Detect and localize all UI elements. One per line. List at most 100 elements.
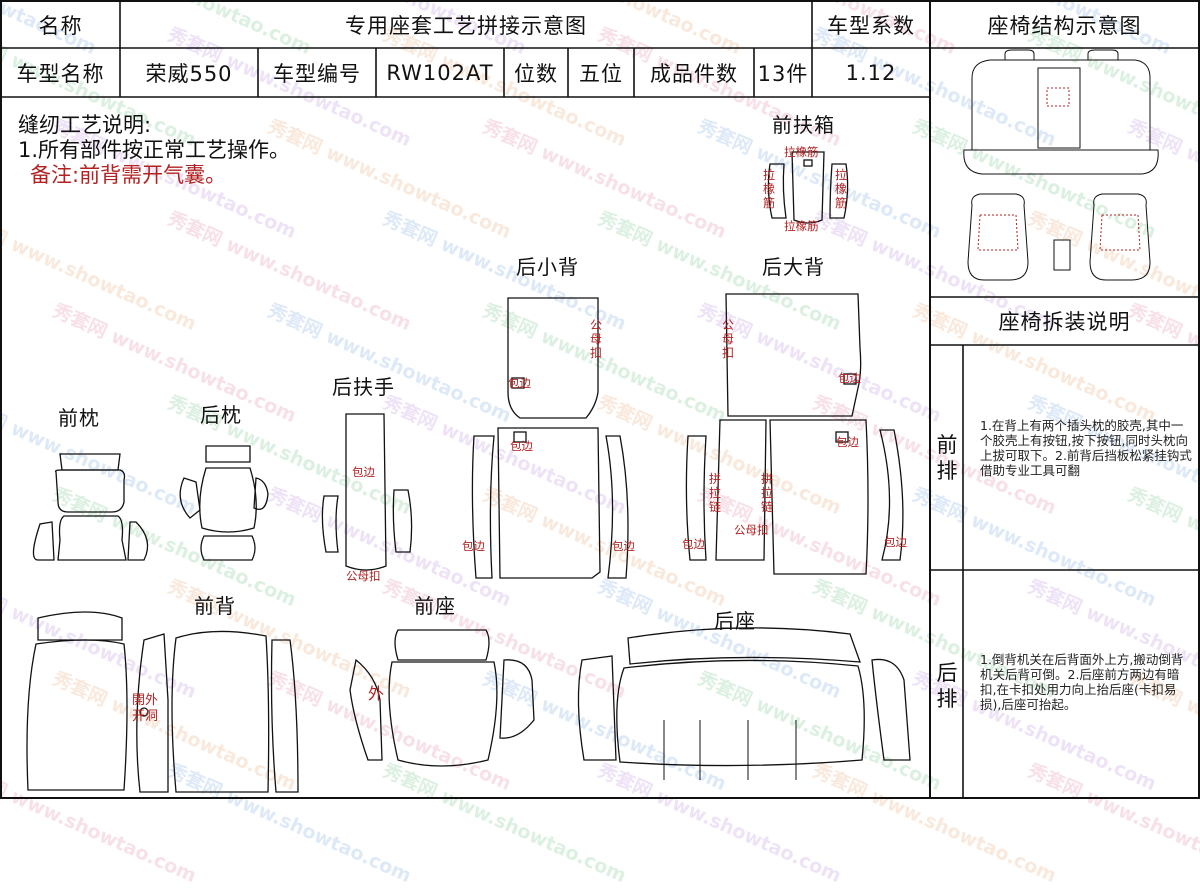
piece-rear-seat-right (871, 658, 911, 761)
piece-front-back-headcap (37, 611, 123, 641)
label-rear-big-back: 后大背 (762, 255, 825, 279)
piece-front-back-center (171, 630, 270, 793)
instructions-title: 缝纫工艺说明: (18, 113, 152, 137)
annotation-outside: 外 (368, 684, 385, 703)
label-rear-armrest: 后扶手 (332, 375, 395, 399)
label-front-armrest: 前扶箱 (772, 113, 835, 137)
annotation-zipper-left: 拼拉链 (708, 472, 721, 514)
annotation-elastic-left: 拉橡筋 (762, 168, 775, 210)
piece-front-seat-top (394, 629, 490, 661)
rear-seat-seam (663, 720, 797, 780)
annotation-side-hole-2: 开洞 (132, 709, 159, 724)
seats-value: 五位 (579, 61, 623, 86)
piece-armrest-left (767, 163, 787, 219)
model-name: 荣威550 (145, 61, 233, 86)
piece-front-pillow-face (54, 469, 126, 513)
piece-rear-pillow-left (179, 477, 201, 519)
pattern-drawing (0, 0, 1200, 799)
outer-frame (0, 0, 1200, 799)
structure-title: 座椅结构示意图 (987, 13, 1142, 38)
piece-big-back-right (769, 419, 869, 575)
armrest-notch (803, 159, 813, 167)
annotation-snap-rear-armrest: 公母扣 (346, 569, 381, 583)
piece-rear-seat-left (577, 655, 617, 761)
model-code-label: 车型编号 (273, 61, 361, 86)
pieces-value: 13件 (757, 61, 809, 86)
annotation-edge: 包边 (508, 376, 531, 390)
annotation-edge: 包边 (836, 435, 859, 449)
rear-seat-pieces (577, 627, 911, 780)
annotation-side-hole-1: 開外 (132, 693, 159, 708)
piece-rear-pillow-base (200, 535, 256, 561)
edge-mark (843, 373, 857, 385)
piece-rear-pillow-right (253, 477, 269, 511)
annotation-edge: 包边 (838, 371, 861, 385)
piece-front-pillow-top (59, 453, 121, 471)
piece-front-back-main (26, 639, 128, 791)
front-row-label: 前排 (936, 433, 958, 483)
airbag-hole-mark (139, 707, 149, 717)
annotation-snap-big-back-bottom: 公母扣 (734, 523, 769, 537)
disassembly-title: 座椅拆装说明 (998, 310, 1131, 334)
piece-front-pillow-left (32, 521, 55, 561)
model-code: RW102AT (386, 60, 494, 85)
rear-armrest-pieces (321, 413, 413, 571)
front-seat-left (967, 193, 1029, 281)
piece-rear-pillow-top (205, 445, 251, 463)
annotation-edge: 包边 (462, 539, 485, 553)
piece-big-back-top (725, 293, 862, 417)
coef-label: 车型系数 (827, 13, 915, 38)
piece-rear-armrest-left (321, 495, 339, 553)
label-rear-pillow: 后枕 (200, 403, 242, 427)
annotation-edge: 包边 (612, 539, 635, 553)
rear-bench-seat (963, 149, 1159, 175)
front-console (1053, 239, 1071, 271)
seats-label: 位数 (514, 61, 558, 86)
rear-small-back-pieces (471, 297, 629, 579)
rear-big-back-pieces (685, 293, 904, 575)
annotation-edge: 包边 (510, 439, 533, 453)
piece-rear-seat-main (616, 659, 865, 767)
front-pillow-pieces (32, 453, 149, 561)
annotation-elastic-bottom: 拉橡筋 (784, 219, 819, 233)
instructions-remark: 备注:前背需开气囊。 (30, 163, 227, 187)
seat-structure-illustration (963, 49, 1159, 281)
piece-big-back-left (715, 419, 767, 561)
annotation-zipper-right: 拼拉链 (760, 472, 773, 514)
front-seat-left-inner (977, 214, 1019, 251)
annotation-elastic-top: 拉橡筋 (784, 145, 819, 159)
piece-front-pillow-back (57, 515, 127, 561)
front-back-pieces (26, 611, 299, 793)
rear-center-panel (1037, 67, 1081, 149)
piece-small-back-left (471, 435, 495, 579)
piece-front-seat-main (388, 661, 498, 767)
instructions-line-1: 1.所有部件按正常工艺操作。 (18, 138, 291, 162)
model-name-label: 车型名称 (16, 61, 105, 86)
label-rear-seat: 后座 (714, 609, 756, 633)
annotation-elastic-right: 拉橡筋 (834, 168, 847, 210)
label-front-seat: 前座 (414, 594, 456, 618)
piece-front-seat-left (349, 658, 383, 761)
annotation-edge: 包边 (682, 537, 705, 551)
name-label: 名称 (38, 13, 83, 38)
edge-mark (835, 431, 849, 443)
front-seat-right-inner (1099, 214, 1141, 251)
piece-armrest-right (829, 163, 849, 219)
piece-rear-armrest-main (345, 413, 387, 571)
front-seat-pieces (349, 629, 535, 767)
piece-rear-pillow-main (199, 467, 257, 533)
piece-big-back-right-side (879, 429, 904, 561)
front-seat-right (1089, 193, 1151, 281)
doc-title: 专用座套工艺拼接示意图 (345, 13, 587, 38)
piece-front-pillow-right (127, 521, 149, 561)
piece-small-back-right (605, 435, 629, 579)
rear-center-slot (1046, 87, 1070, 107)
edge-mark (511, 377, 525, 389)
piece-front-back-right (270, 639, 299, 793)
label-front-back: 前背 (194, 594, 236, 618)
edge-mark (513, 431, 527, 443)
rear-pillow-pieces (179, 445, 269, 561)
piece-front-seat-right (499, 659, 535, 739)
pieces-label: 成品件数 (650, 61, 738, 86)
rear-bench-back (971, 59, 1151, 151)
